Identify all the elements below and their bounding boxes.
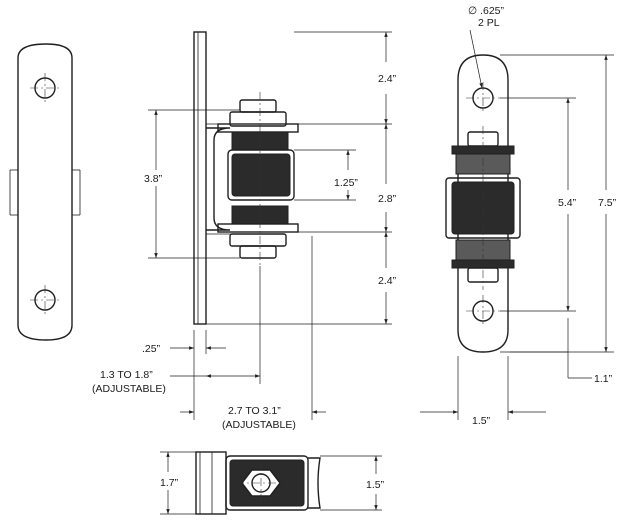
dim-hole-count: 2 PL bbox=[478, 17, 500, 29]
dim-offset-2: 2.7 TO 3.1” bbox=[228, 405, 281, 417]
dimension-lines bbox=[148, 29, 614, 515]
dim-offset-1: 1.3 TO 1.8” bbox=[100, 369, 153, 381]
dim-top-spacing: 2.4” bbox=[378, 73, 397, 85]
dim-strap-height: 5.4” bbox=[558, 197, 577, 209]
bottom-view bbox=[195, 451, 321, 515]
dim-hole-diameter: ∅ .625” bbox=[468, 5, 504, 17]
dim-bottom-depth: 1.5” bbox=[366, 479, 385, 491]
dim-overall-height: 7.5” bbox=[598, 197, 617, 209]
right-front-view bbox=[445, 54, 521, 353]
left-side-view bbox=[9, 43, 81, 341]
dim-strap-width: 1.5” bbox=[472, 415, 491, 427]
front-side-view bbox=[193, 31, 299, 325]
dimension-labels: 2.4” 2.8” 2.4” 3.8” 1.25” .25” 1.3 TO 1.… bbox=[92, 5, 617, 491]
dim-bottom-width: 1.7” bbox=[160, 477, 179, 489]
dim-bracket-height: 3.8” bbox=[144, 173, 163, 185]
dim-hole-offset: 1.1” bbox=[594, 373, 613, 385]
dim-middle-spacing: 2.8” bbox=[378, 193, 397, 205]
dim-bottom-spacing: 2.4” bbox=[378, 275, 397, 287]
dim-spring-height: 1.25” bbox=[334, 177, 358, 189]
dim-plate-thickness: .25” bbox=[142, 343, 161, 355]
dim-offset-1-note: (ADJUSTABLE) bbox=[92, 383, 166, 395]
dim-offset-2-note: (ADJUSTABLE) bbox=[222, 419, 296, 431]
